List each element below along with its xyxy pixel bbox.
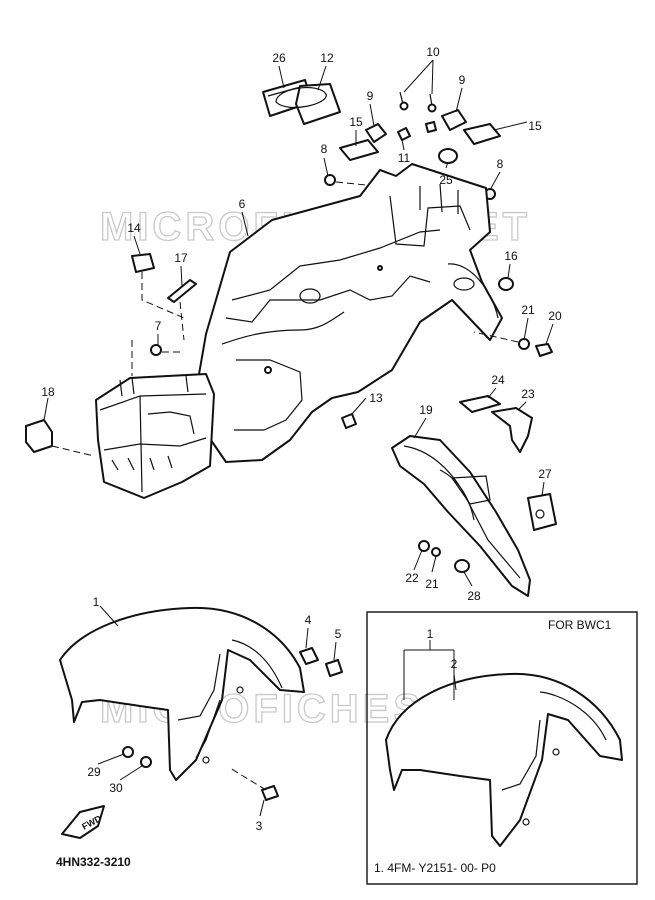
callout-18: 18 [41,385,55,399]
variant-front-fender [385,672,623,847]
part-14-block [131,253,185,319]
callout-19: 19 [419,403,433,417]
fwd-arrow-icon: FWD [61,805,105,839]
callout-1-box: 1 [427,627,434,641]
part-25-grommet [438,148,458,164]
part-30-washer [140,756,152,768]
part-20-screw [535,343,553,357]
part-19-rear-fender [391,435,531,597]
callout-24: 24 [491,373,505,387]
part-3-screw [229,767,279,801]
callout-8-right: 8 [497,157,504,171]
part-9-clip-left [365,123,387,143]
callout-11: 11 [398,151,411,165]
callout-21-top: 21 [521,303,535,317]
callout-1-main: 1 [93,595,100,609]
callout-28: 28 [467,589,481,603]
variant-box [366,611,638,885]
callout-15-right: 15 [528,119,542,133]
part-7-bolt [131,340,184,376]
part-6-rear-inner-fender [197,163,503,463]
drawing-code: 4HN332-3210 [56,855,131,869]
callout-8-left: 8 [321,142,328,156]
callout-17: 17 [174,251,188,265]
callout-13: 13 [369,391,383,405]
variant-part-note: 1. 4FM- Y2151- 00- P0 [374,861,496,875]
callout-29: 29 [87,765,101,779]
callout-27: 27 [538,467,552,481]
part-5-nut [325,659,343,677]
part-28-grommet [454,559,470,573]
callout-14: 14 [127,221,141,235]
part-21-washer-bottom [431,547,441,557]
part-23-reflector-holder [491,407,533,453]
callout-2: 2 [451,657,458,671]
leader-lines [43,59,554,817]
callout-12: 12 [320,51,334,65]
callout-4: 4 [305,613,312,627]
battery-box [95,373,215,499]
part-15-pad-left [339,139,379,161]
callout-21-bottom: 21 [425,577,439,591]
part-10-screws [399,91,437,113]
callout-15-left: 15 [349,115,363,129]
callout-25: 25 [439,173,453,187]
part-27-plate [527,493,557,531]
part-1-front-fender [59,606,305,781]
part-9-clip-right [441,109,467,131]
callout-22: 22 [405,571,419,585]
part-21-washer-top [473,331,530,350]
callout-20: 20 [548,309,562,323]
callout-9-right: 9 [459,73,466,87]
part-18-bracket [25,419,95,457]
callout-6: 6 [239,197,246,211]
part-29-bolt [122,746,134,758]
part-13-nut [341,413,357,429]
part-17-washer [167,279,197,341]
callout-numbers: 26 12 10 9 9 15 15 11 8 8 25 6 14 17 7 1… [41,45,562,833]
callout-26: 26 [272,51,286,65]
part-15-pad-right [463,123,501,145]
part-11-nuts [397,121,437,141]
callout-7: 7 [155,319,162,333]
callout-30: 30 [109,781,123,795]
callout-10: 10 [426,45,440,59]
callout-16: 16 [504,249,518,263]
callout-9-left: 9 [367,89,374,103]
callout-23: 23 [521,387,535,401]
part-4-bolt [299,647,319,665]
callout-3: 3 [256,819,263,833]
part-24-strip [459,395,501,413]
part-12-bracket [275,83,341,125]
part-22-nut [418,540,430,552]
callout-5: 5 [335,627,342,641]
variant-box-title: FOR BWC1 [548,618,612,632]
part-16-grommet [498,277,514,291]
